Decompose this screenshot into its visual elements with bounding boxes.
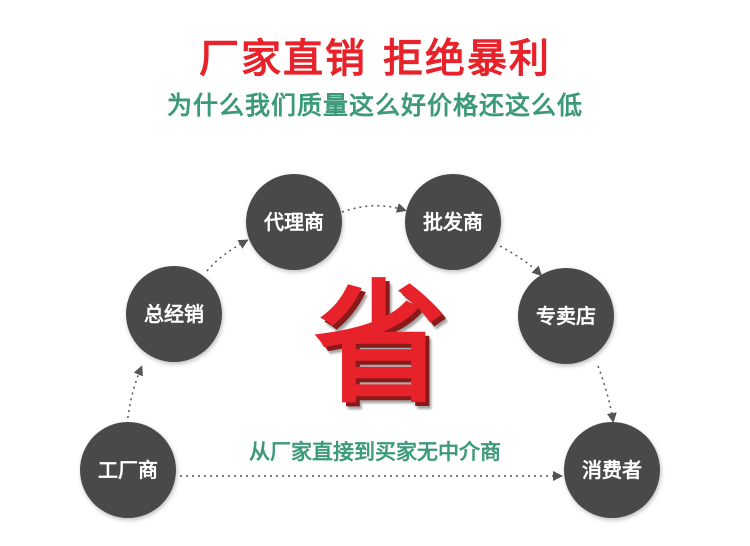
node-label: 工厂商 <box>98 458 158 482</box>
page-subtitle: 为什么我们质量这么好价格还这么低 <box>166 91 583 120</box>
node-agent: 代理商 <box>246 174 342 270</box>
arrow-agent-to-wholesaler <box>341 203 407 213</box>
node-label: 批发商 <box>423 210 483 234</box>
node-wholesaler: 批发商 <box>405 174 501 270</box>
node-consumer: 消费者 <box>564 422 660 518</box>
node-store: 专卖店 <box>518 268 614 364</box>
arrow-distributor-to-agent <box>206 239 249 272</box>
arrow-factory-to-distributor <box>126 365 143 425</box>
node-label: 代理商 <box>263 210 324 234</box>
page-title: 厂家直销 拒绝暴利 <box>199 36 551 82</box>
node-label: 消费者 <box>582 458 642 482</box>
arrow-wholesaler-to-store <box>499 245 543 277</box>
save-character: 省 <box>314 268 446 422</box>
node-distributor: 总经销 <box>126 266 222 362</box>
node-factory: 工厂商 <box>80 422 176 518</box>
node-label: 专卖店 <box>536 304 596 328</box>
node-label: 总经销 <box>144 302 204 326</box>
center-caption: 从厂家直接到买家无中介商 <box>249 440 501 464</box>
arrow-store-to-consumer <box>597 365 617 423</box>
